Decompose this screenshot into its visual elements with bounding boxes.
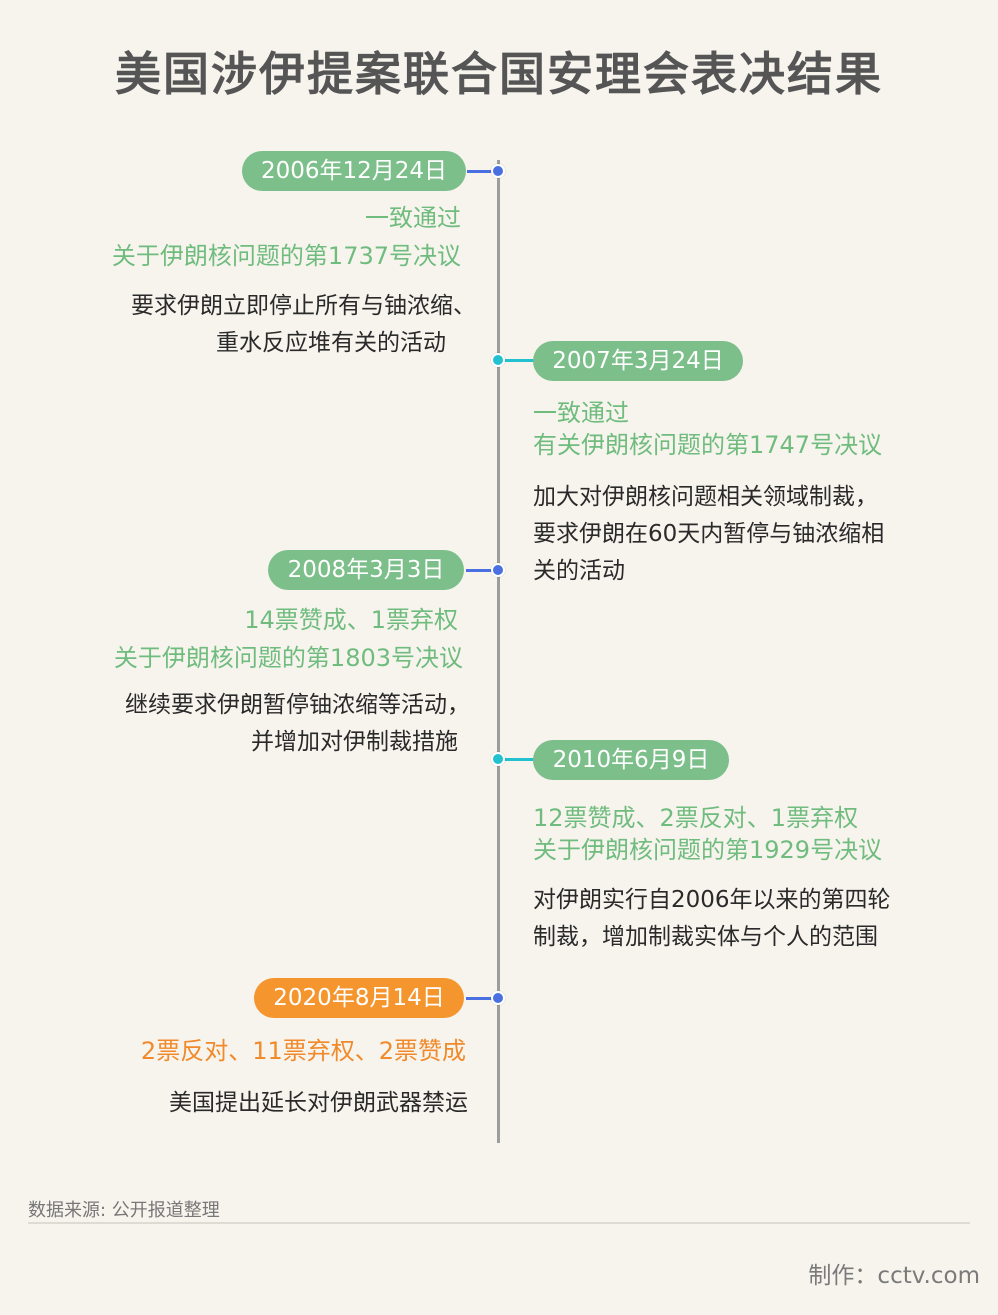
connector-line: [467, 170, 498, 173]
connector-line: [499, 359, 535, 362]
timeline-dot: [491, 563, 505, 577]
vote-result: 一致通过: [365, 204, 461, 232]
timeline-dot: [491, 353, 505, 367]
timeline-axis: [497, 160, 500, 1143]
timeline-dot: [491, 752, 505, 766]
timeline-dot: [491, 991, 505, 1005]
page-title: 美国涉伊提案联合国安理会表决结果: [115, 47, 883, 101]
vote-result: 14票赞成、1票弃权: [244, 606, 458, 634]
resolution-name: 关于伊朗核问题的第1929号决议: [533, 836, 883, 864]
description-line: 加大对伊朗核问题相关领域制裁，: [533, 484, 878, 510]
description-line: 美国提出延长对伊朗武器禁运: [169, 1090, 468, 1116]
date-pill: 2010年6月9日: [533, 740, 729, 780]
description-line: 要求伊朗立即停止所有与铀浓缩、: [131, 293, 476, 319]
description-line: 制裁，增加制裁实体与个人的范围: [533, 924, 878, 950]
date-pill: 2007年3月24日: [533, 341, 743, 381]
data-source: 数据来源: 公开报道整理: [28, 1200, 220, 1221]
timeline-dot: [491, 164, 505, 178]
connector-line: [466, 569, 498, 572]
credit-text: 制作：cctv.com: [808, 1263, 980, 1289]
date-pill: 2008年3月3日: [268, 550, 464, 590]
footer-divider: [28, 1222, 970, 1224]
resolution-name: 关于伊朗核问题的第1803号决议: [113, 644, 463, 672]
vote-result: 12票赞成、2票反对、1票弃权: [533, 804, 859, 832]
resolution-name: 关于伊朗核问题的第1737号决议: [111, 242, 461, 270]
description-line: 并增加对伊制裁措施: [251, 729, 458, 755]
date-pill: 2020年8月14日: [254, 978, 464, 1018]
description-line: 继续要求伊朗暂停铀浓缩等活动，: [125, 692, 470, 718]
resolution-name: 有关伊朗核问题的第1747号决议: [533, 431, 883, 459]
description-line: 关的活动: [533, 558, 625, 584]
description-line: 要求伊朗在60天内暂停与铀浓缩相: [533, 521, 885, 547]
description-line: 对伊朗实行自2006年以来的第四轮: [533, 887, 891, 913]
connector-line: [466, 997, 498, 1000]
connector-line: [499, 758, 535, 761]
vote-result: 一致通过: [533, 399, 629, 427]
date-pill: 2006年12月24日: [242, 151, 466, 191]
description-line: 重水反应堆有关的活动: [216, 330, 446, 356]
vote-result: 2票反对、11票弃权、2票赞成: [140, 1037, 466, 1065]
